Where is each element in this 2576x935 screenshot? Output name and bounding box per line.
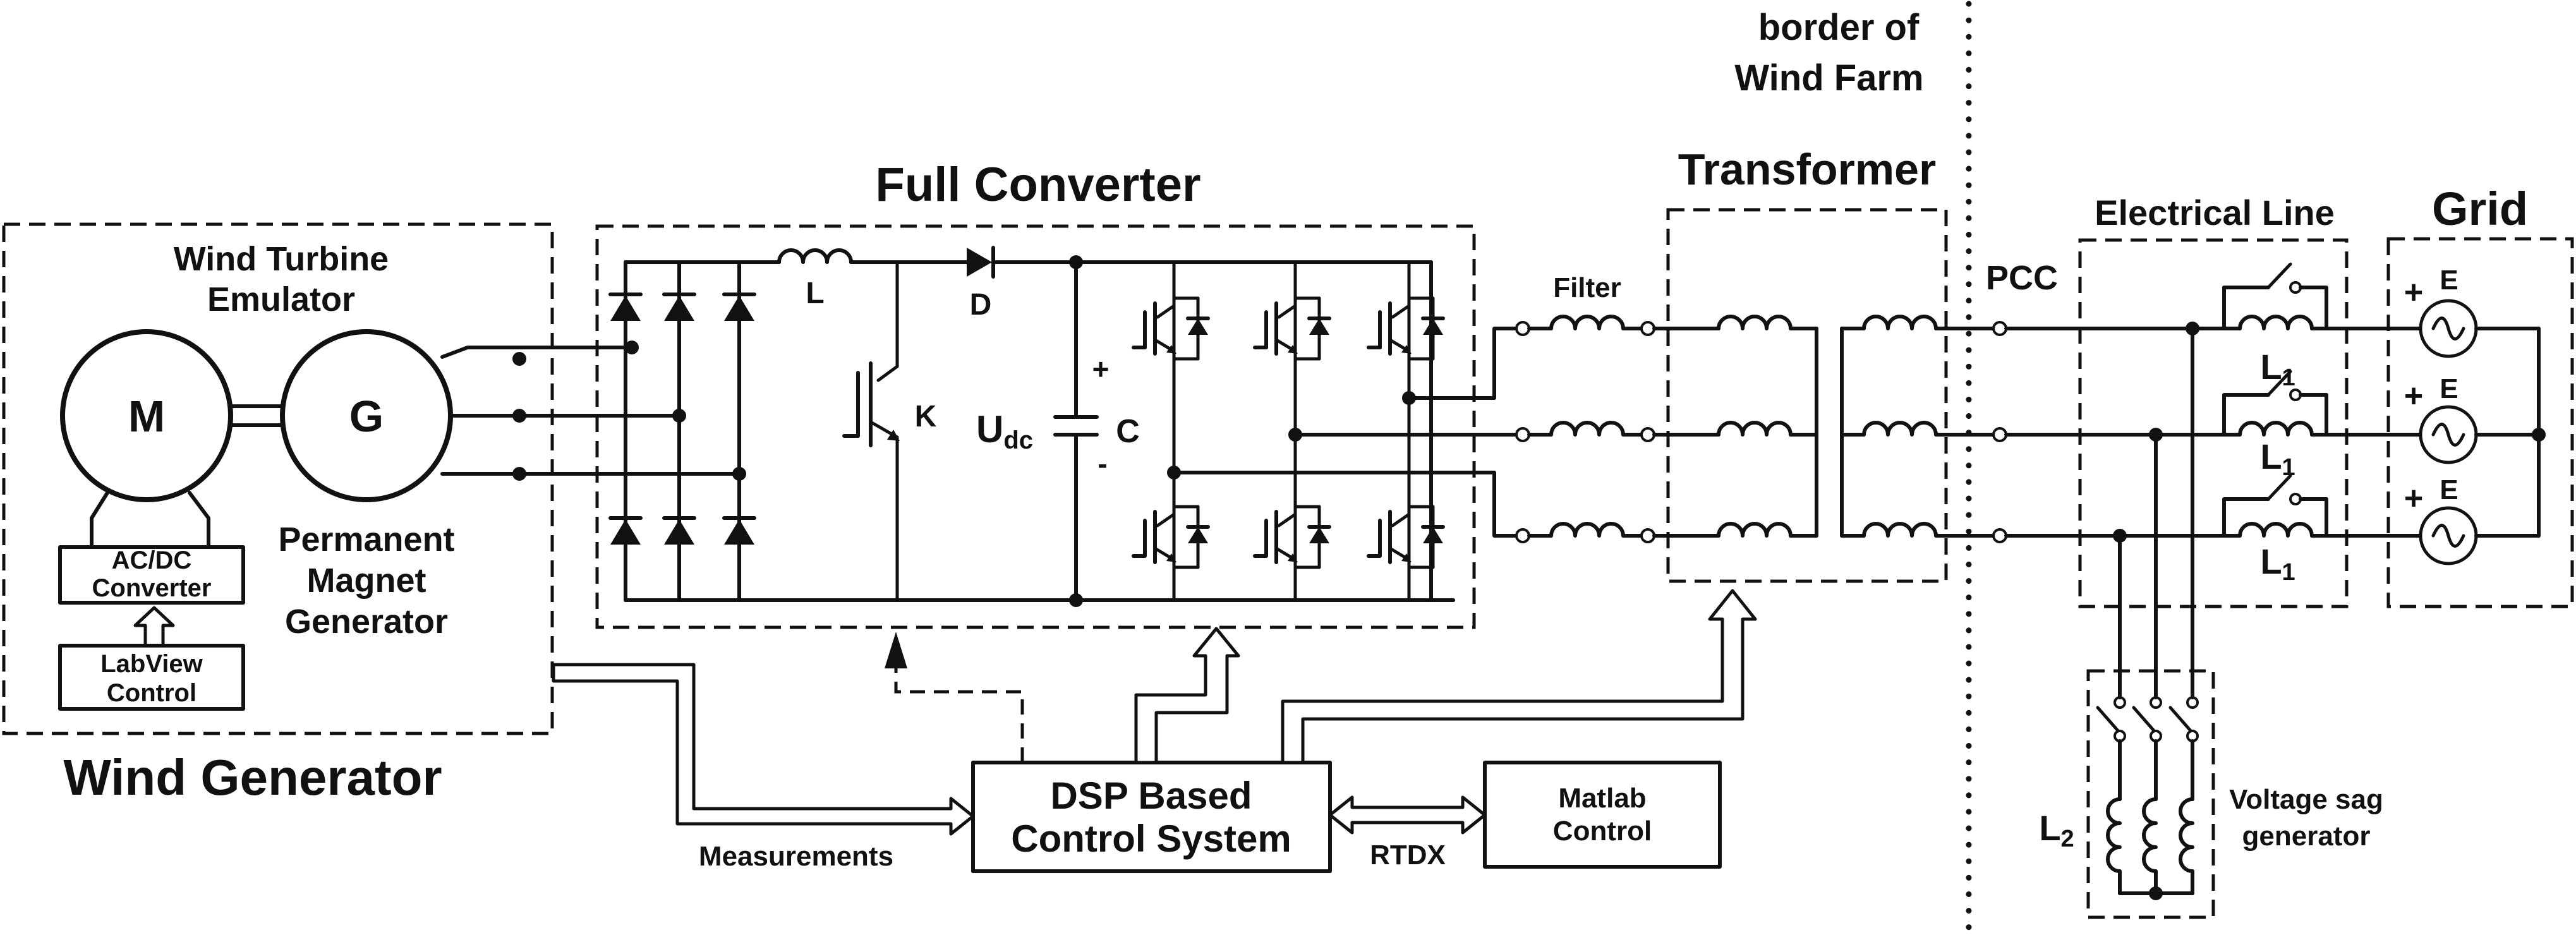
voltage-sag-switches (2096, 672, 2199, 900)
inv-out-a (1407, 327, 1525, 400)
voltage-sag-label-1: Voltage sag (2229, 784, 2383, 815)
electrical-line-title: Electrical Line (2095, 193, 2335, 232)
pcc-label: PCC (1986, 259, 2058, 297)
inv-out-c (1172, 471, 1525, 538)
acdc-label-2: Converter (92, 574, 212, 602)
border-label-2: Wind Farm (1734, 57, 1923, 99)
filter-label: Filter (1553, 272, 1621, 303)
grid-box (2386, 237, 2574, 608)
node (1069, 593, 1083, 607)
capacitor-minus: - (1098, 447, 1107, 480)
acdc-converter-box (58, 545, 245, 605)
transformer-box (1666, 208, 1948, 583)
pmg-label-2: Magnet (307, 562, 426, 600)
l1-label-a: L1 (2260, 347, 2295, 391)
voltage-sag-label-2: generator (2242, 821, 2371, 852)
source-plus-a: + (2404, 274, 2423, 311)
labview-control-box (58, 644, 245, 711)
l1-phase-b (2222, 370, 2422, 437)
capacitor-c-label: C (1116, 413, 1140, 450)
source-e-label-c: E (2440, 474, 2458, 505)
matlab-label-1: Matlab (1558, 783, 1646, 814)
motor-lead-right (188, 491, 210, 549)
generator-label: G (349, 392, 384, 441)
border-label-1: border of (1758, 7, 1920, 48)
diode-d-label: D (970, 288, 992, 322)
labview-label-2: Control (107, 679, 197, 707)
udc-label: Udc (976, 408, 1033, 454)
inverter-bridge (1134, 260, 1443, 602)
boost-switch-k (842, 260, 900, 602)
motor-label: M (128, 392, 165, 441)
l1-phase-a (2222, 262, 2422, 330)
voltage-sag-box (2086, 669, 2215, 919)
node (512, 409, 526, 423)
electrical-line-wires (2004, 322, 2226, 675)
matlab-control-box (1483, 761, 1722, 869)
l1-phase-c (2222, 474, 2422, 538)
rtdx-label: RTDX (1370, 840, 1446, 871)
wind-generator-box (2, 222, 554, 735)
full-converter-box (595, 224, 1476, 629)
measurements-label: Measurements (699, 841, 893, 872)
dsp-to-transformer-arrow (1281, 589, 1757, 764)
switch-k-label: K (915, 400, 937, 433)
grid-sources (2421, 301, 2546, 564)
wind-turbine-emulator-label-2: Emulator (207, 280, 355, 318)
motor-lead-left (90, 491, 109, 549)
l1-label-b: L1 (2260, 437, 2295, 481)
boost-gate-arrowhead (885, 632, 907, 668)
source-plus-c: + (2404, 480, 2423, 517)
boost-diode (967, 248, 992, 277)
transformer-title: Transformer (1678, 145, 1936, 194)
l2-label: L2 (2039, 808, 2074, 852)
boost-inductor (779, 250, 851, 262)
source-plus-b: + (2404, 378, 2423, 414)
dsp-to-inverter-arrow (1134, 627, 1240, 764)
labview-to-acdc-arrow (133, 606, 175, 648)
node (512, 467, 526, 481)
l1-label-c: L1 (2260, 541, 2295, 586)
dsp-label-2: Control System (1011, 817, 1291, 860)
rectifier-bridge (610, 260, 754, 602)
labview-label-1: LabView (100, 650, 203, 678)
rtdx-double-arrow (1328, 795, 1487, 835)
source-e-label-b: E (2440, 373, 2458, 404)
grid-title: Grid (2432, 183, 2528, 235)
transformer-windings (1652, 317, 1995, 538)
electrical-line-box (2078, 238, 2349, 608)
filter-inductors (1515, 317, 1655, 543)
measurements-arrow (552, 663, 975, 836)
wind-turbine-emulator-label-1: Wind Turbine (174, 240, 389, 278)
pmg-label-1: Permanent (278, 521, 454, 558)
dsp-to-boost-dashed (894, 663, 1024, 763)
inductor-l-label: L (806, 277, 824, 310)
source-e-label-a: E (2440, 265, 2458, 296)
matlab-label-2: Control (1553, 816, 1652, 847)
node (512, 352, 526, 366)
wind-generator-title: Wind Generator (63, 749, 442, 805)
dsp-label-1: DSP Based (1050, 775, 1252, 817)
gen-phase-a (440, 346, 634, 359)
capacitor-plus: + (1092, 353, 1110, 385)
full-converter-title: Full Converter (875, 158, 1200, 212)
motor-circle (60, 329, 233, 502)
acdc-label-1: AC/DC (112, 546, 192, 574)
pmg-label-3: Generator (285, 603, 448, 641)
